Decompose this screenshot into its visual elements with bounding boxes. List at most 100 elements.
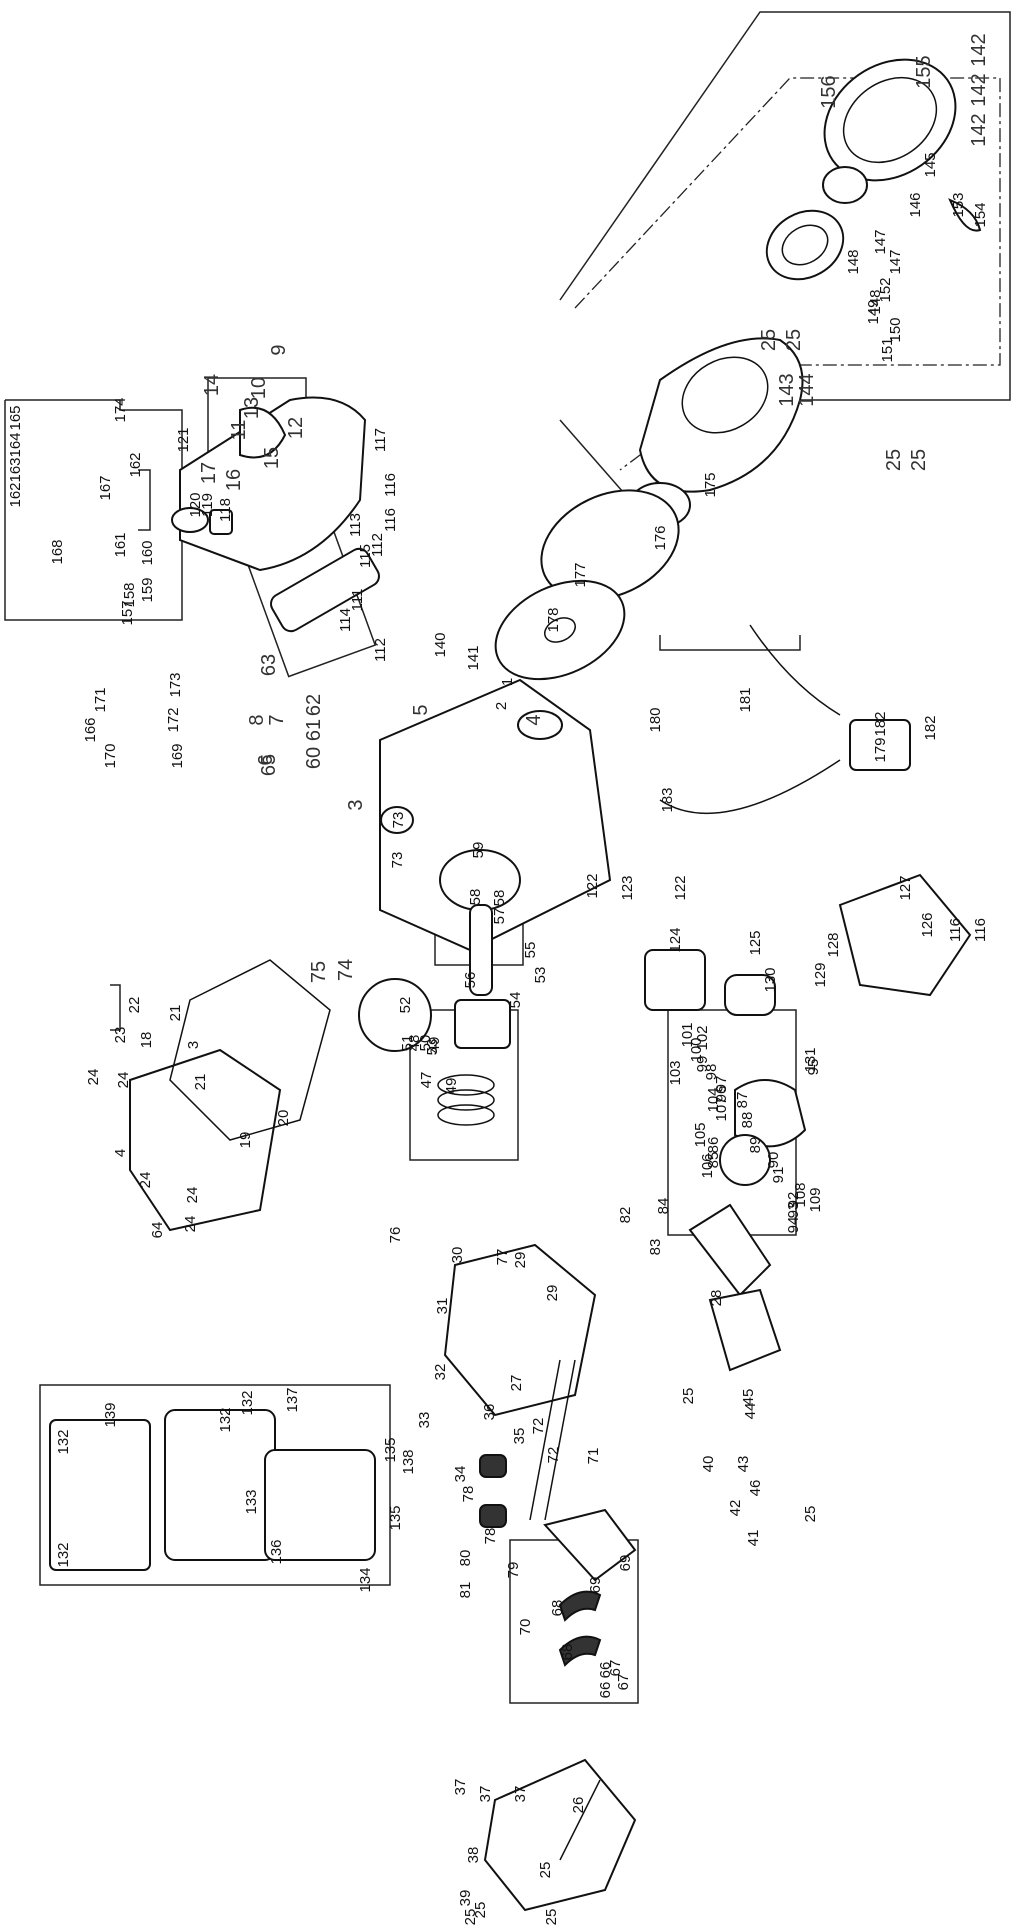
part-callout-132: 132 [55, 1429, 72, 1454]
part-callout-63: 63 [258, 654, 280, 676]
part-callout-155: 155 [913, 55, 935, 88]
governor-gear [239, 406, 287, 459]
part-callout-120: 120 [187, 492, 204, 517]
part-callout-25: 25 [802, 1506, 819, 1523]
part-callout-84: 84 [655, 1198, 672, 1215]
part-callout-73: 73 [389, 852, 406, 869]
starter-pulley [765, 209, 845, 281]
part-callout-44: 44 [742, 1403, 759, 1420]
part-callout-176: 176 [652, 525, 669, 550]
frame-121 [138, 469, 151, 531]
part-callout-74: 74 [335, 959, 357, 981]
part-callout-135: 135 [382, 1437, 399, 1462]
part-callout-15: 15 [261, 447, 283, 469]
part-callout-118: 118 [217, 498, 234, 522]
part-callout-169: 169 [169, 743, 186, 768]
part-callout-82: 82 [617, 1207, 634, 1224]
cam-gear [358, 978, 432, 1052]
part-callout-179: 179 [872, 737, 889, 762]
part-callout-67: 67 [607, 1660, 624, 1677]
part-callout-29: 29 [544, 1285, 561, 1302]
part-callout-94: 94 [785, 1217, 802, 1234]
part-callout-51: 51 [399, 1035, 416, 1052]
frame-137 [39, 1384, 391, 1586]
part-callout-116: 116 [972, 918, 989, 942]
part-callout-81: 81 [457, 1582, 474, 1599]
part-callout-143: 143 [776, 373, 798, 406]
part-callout-119: 119 [199, 493, 216, 517]
part-callout-172: 172 [165, 707, 182, 732]
part-callout-35: 35 [511, 1428, 528, 1445]
part-callout-112: 112 [369, 533, 386, 557]
part-callout-146: 146 [907, 192, 924, 217]
part-callout-80: 80 [457, 1550, 474, 1567]
part-callout-72: 72 [530, 1418, 547, 1435]
part-callout-18: 18 [138, 1032, 155, 1049]
part-callout-177: 177 [572, 562, 589, 587]
crankcase [379, 678, 612, 952]
fan-housing [638, 337, 804, 493]
part-callout-117: 117 [372, 428, 389, 452]
part-callout-24: 24 [85, 1069, 102, 1086]
gasket [169, 959, 331, 1141]
part-callout-57: 57 [491, 908, 508, 925]
part-callout-136: 136 [268, 1539, 285, 1564]
part-callout-78: 78 [460, 1486, 477, 1503]
part-callout-158: 158 [121, 582, 138, 607]
part-callout-75: 75 [308, 961, 330, 983]
part-callout-104: 104 [705, 1087, 722, 1112]
part-callout-147: 147 [872, 229, 889, 254]
part-callout-175: 175 [702, 472, 719, 497]
part-callout-48: 48 [406, 1035, 423, 1052]
part-callout-98: 98 [703, 1064, 720, 1081]
part-callout-31: 31 [434, 1298, 451, 1315]
valve-cover [483, 1758, 637, 1912]
part-callout-160: 160 [139, 540, 156, 565]
crankcase-cover [129, 1048, 282, 1232]
part-callout-126: 126 [919, 912, 936, 937]
part-callout-99: 99 [694, 1056, 711, 1073]
part-callout-115: 115 [357, 544, 374, 568]
part-callout-90: 90 [765, 1152, 782, 1169]
flywheel [494, 579, 626, 681]
part-callout-27: 27 [508, 1375, 525, 1392]
part-callout-65: 65 [258, 754, 280, 776]
part-callout-124: 124 [667, 927, 684, 952]
part-callout-116: 116 [382, 473, 399, 497]
part-callout-39: 39 [457, 1890, 474, 1907]
part-callout-49: 49 [426, 1037, 443, 1054]
part-callout-47: 47 [418, 1072, 435, 1089]
frame-174 [4, 399, 183, 621]
muffler-guard [49, 1419, 151, 1571]
part-callout-148: 148 [867, 289, 884, 314]
part-callout-147: 147 [887, 249, 904, 274]
part-callout-58: 58 [467, 889, 484, 906]
part-callout-66: 66 [597, 1682, 614, 1699]
part-callout-145: 145 [922, 152, 939, 177]
part-callout-21: 21 [192, 1074, 209, 1091]
part-callout-10: 10 [248, 377, 270, 399]
part-callout-79: 79 [505, 1562, 522, 1579]
frame-23 [110, 984, 121, 1031]
part-callout-12: 12 [285, 417, 307, 439]
frame-183 [659, 635, 801, 651]
part-callout-151: 151 [879, 337, 896, 362]
muffler-shield [264, 1449, 376, 1561]
part-callout-22: 22 [126, 997, 143, 1014]
part-callout-149: 149 [865, 299, 882, 324]
part-callout-17: 17 [198, 462, 220, 484]
part-callout-25: 25 [883, 449, 905, 471]
part-callout-55: 55 [522, 942, 539, 959]
part-callout-71: 71 [585, 1448, 602, 1465]
part-callout-14: 14 [201, 374, 223, 396]
part-callout-123: 123 [619, 875, 636, 900]
part-callout-56: 56 [462, 972, 479, 989]
part-callout-178: 178 [545, 607, 562, 632]
part-callout-66: 66 [597, 1662, 614, 1679]
part-callout-165: 165 [7, 405, 24, 430]
part-callout-97: 97 [713, 1076, 730, 1093]
rocker-plate [543, 1508, 637, 1582]
part-callout-46: 46 [747, 1480, 764, 1497]
part-callout-130: 130 [762, 967, 779, 992]
